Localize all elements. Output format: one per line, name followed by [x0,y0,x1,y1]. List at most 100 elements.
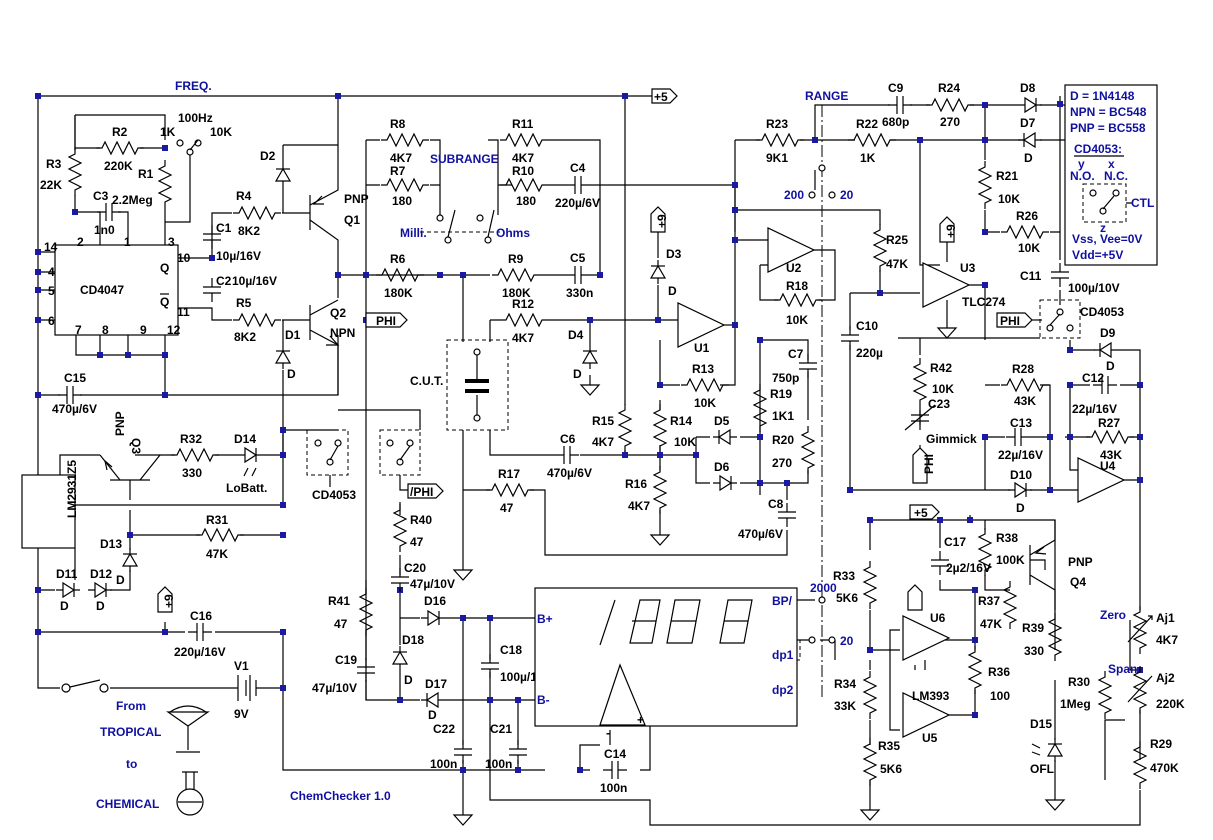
c3-capacitor: C3 1n0 [93,189,122,237]
component-label: 330n [566,286,593,300]
component-label: R38 [996,531,1018,545]
component-label: D [428,708,437,722]
d7-diode: D7D [1017,116,1043,165]
component-label: +5 [654,90,668,104]
component-label: 470K [1150,761,1179,775]
component-label: 10µ/16V [232,274,277,288]
component-label: 220µ/6V [555,196,600,210]
cut-label: C.U.T. [410,374,443,388]
junction-dots [35,93,1143,773]
component-label: R25 [886,233,908,247]
component-label: D2 [260,149,276,163]
component-label: NPN = BC548 [1070,105,1147,119]
component-label: CD4053 [312,488,356,502]
component-label: D3 [666,247,682,261]
u2-opamp: U2 [767,227,815,275]
component-label: C3 [93,189,109,203]
pin-11: 11 [177,305,190,319]
component-label: +9 [655,214,669,228]
component-label: R15 [592,414,614,428]
component-label: D [1016,501,1025,515]
component-label: PNP [344,192,369,206]
ic-cd4047: CD4047 14 4 5 6 2 1 3 10 11 Q Q 7 8 9 12 [44,235,191,337]
from-label: From [116,699,146,713]
component-label: x [1108,157,1115,171]
component-label: R41 [328,594,350,608]
component-label: R33 [833,569,855,583]
component-label: 100n [485,757,512,771]
component-label: R2 [112,125,128,139]
component-label: D7 [1020,116,1036,130]
component-label: y [1078,157,1085,171]
component-label: R13 [692,362,714,376]
plus9-tag-u3: +9 [939,216,958,243]
component-label: 470µ/6V [52,402,97,416]
component-label: U3 [960,261,976,275]
component-label: 33K [834,699,856,713]
wiring [37,95,1141,826]
zero-label: Zero [1100,608,1126,622]
component-label: 10K [694,396,716,410]
pin-6: 6 [48,314,55,328]
component-label: 47K [886,257,908,271]
component-label: +9 [944,224,958,238]
component-label: PNP [1068,555,1093,569]
component-label: R29 [1150,737,1172,751]
component-label: R20 [772,433,794,447]
component-label: D [287,367,296,381]
component-label: 22µ/16V [1072,402,1117,416]
component-label: C11 [1020,269,1042,283]
component-label: R7 [390,164,406,178]
component-label: R23 [766,117,788,131]
component-label: R3 [46,157,62,171]
component-label: 180K [502,286,531,300]
component-label: D16 [424,594,446,608]
component-label: 10K [932,382,954,396]
component-label: 750p [772,371,799,385]
to-label: to [126,757,137,771]
component-label: C16 [190,609,212,623]
component-label: C1 [216,221,232,235]
component-label: R42 [930,361,952,375]
component-label: C13 [1010,416,1032,430]
component-label: 8K2 [238,224,260,238]
component-label: 10K [1018,241,1040,255]
q3-transistor: PNP Q3 [99,411,161,500]
range-20-label: 20 [840,188,854,202]
component-label: C5 [570,251,586,265]
component-label: C10 [856,319,878,333]
component-label: D = 1N4148 [1070,89,1135,103]
component-label: 47K [206,547,228,561]
span-label: Span [1108,662,1137,676]
component-label: CTL [1131,196,1154,210]
component-label: R19 [770,387,792,401]
component-label: D10 [1010,468,1032,482]
component-label: D [1024,151,1033,165]
freq-switch: 100Hz 1K 10K [160,111,232,156]
component-label: 470µ/6V [738,527,783,541]
phi-tag-cd4053-right: PHI [996,312,1033,328]
component-label: 100 [990,689,1010,703]
component-label: C21 [490,722,512,736]
component-label: 1n0 [94,223,115,237]
component-label: R17 [498,467,520,481]
diagram-title: ChemChecker 1.0 [290,789,391,803]
component-label: 5K6 [836,591,858,605]
plus5-tag-top: +5 [651,88,678,104]
lcd-bplus: B+ [537,612,553,626]
